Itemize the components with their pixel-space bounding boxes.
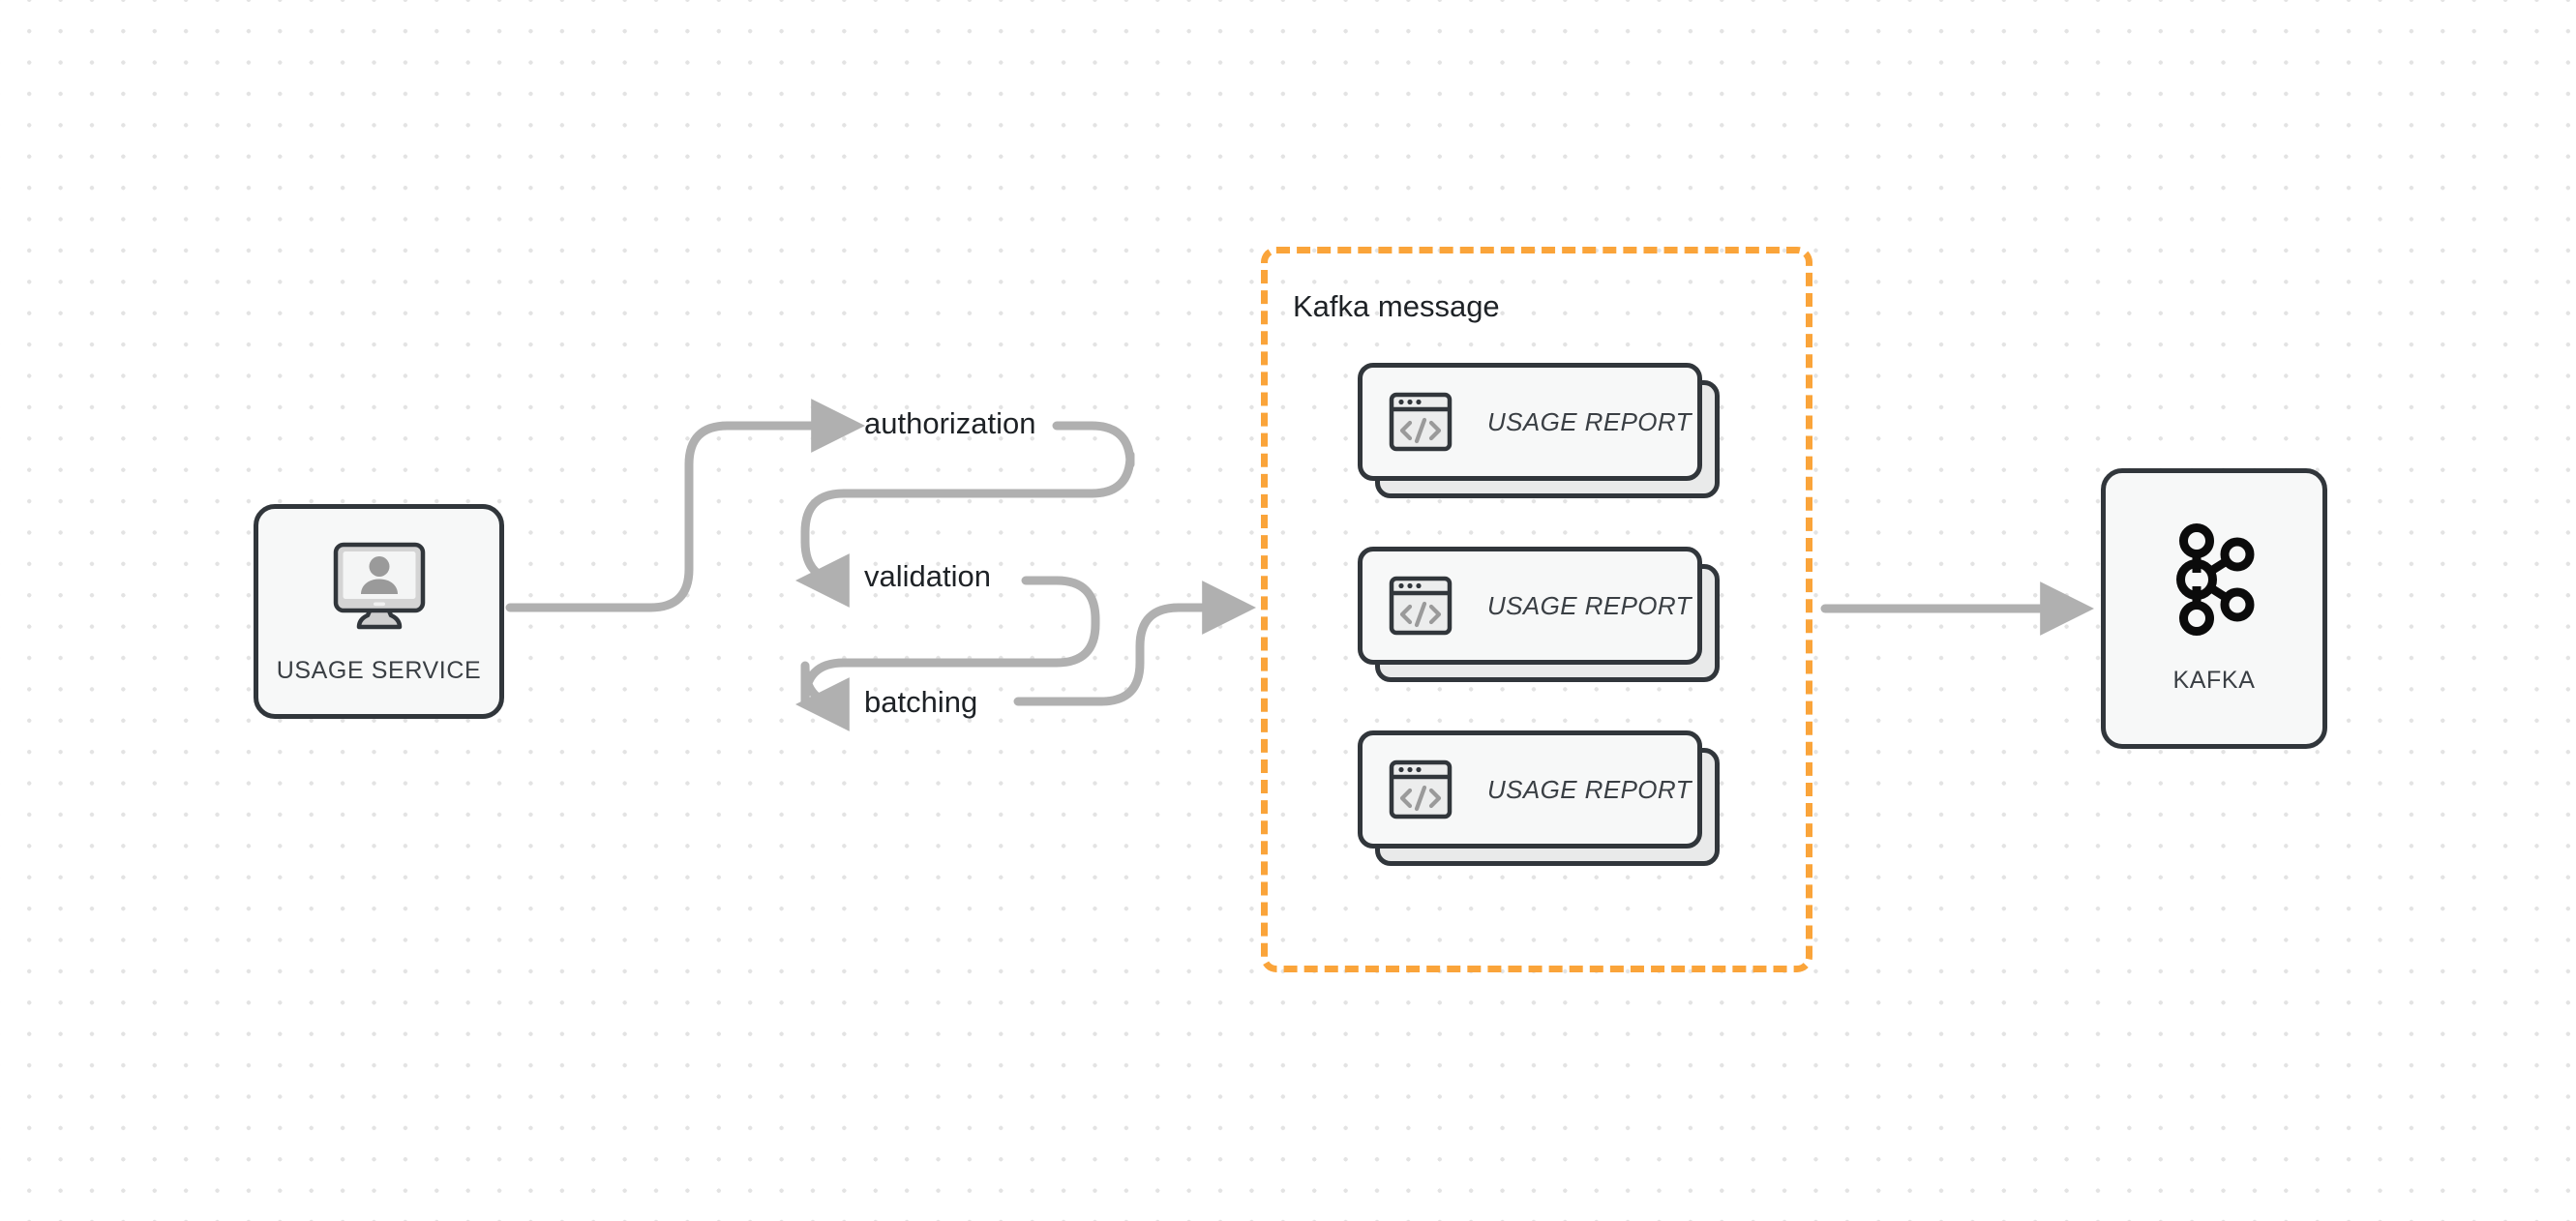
card-face: USAGE REPORT	[1358, 547, 1702, 665]
usage-report-card-label: USAGE REPORT	[1487, 774, 1692, 804]
node-usage-service[interactable]: USAGE SERVICE	[254, 504, 504, 719]
node-kafka[interactable]: KAFKA	[2101, 468, 2327, 749]
group-kafka-message-title: Kafka message	[1293, 289, 1500, 323]
edge-batching-to-kafka-message	[1013, 581, 1256, 706]
card-face: USAGE REPORT	[1358, 730, 1702, 849]
usage-report-card-label: USAGE REPORT	[1487, 406, 1692, 436]
code-window-icon	[1389, 759, 1453, 819]
code-window-icon	[1389, 576, 1453, 636]
card-face: USAGE REPORT	[1358, 363, 1702, 481]
group-kafka-message[interactable]	[1261, 247, 1812, 972]
monitor-user-icon	[327, 538, 432, 640]
edge-service-to-authorization	[505, 399, 865, 612]
usage-report-card[interactable]: USAGE REPORT	[1358, 363, 1720, 498]
node-kafka-label: KAFKA	[2172, 667, 2256, 694]
kafka-logo-icon	[2170, 522, 2259, 641]
stage-label-validation[interactable]: validation	[864, 559, 991, 593]
stage-label-batching[interactable]: batching	[864, 685, 978, 719]
edge-authorization-to-validation	[795, 421, 1135, 608]
stage-label-authorization[interactable]: authorization	[864, 406, 1036, 440]
node-usage-service-label: USAGE SERVICE	[276, 657, 482, 684]
usage-report-card[interactable]: USAGE REPORT	[1358, 730, 1720, 866]
usage-report-card-label: USAGE REPORT	[1487, 590, 1692, 620]
code-window-icon	[1389, 392, 1453, 452]
usage-report-card[interactable]: USAGE REPORT	[1358, 547, 1720, 682]
